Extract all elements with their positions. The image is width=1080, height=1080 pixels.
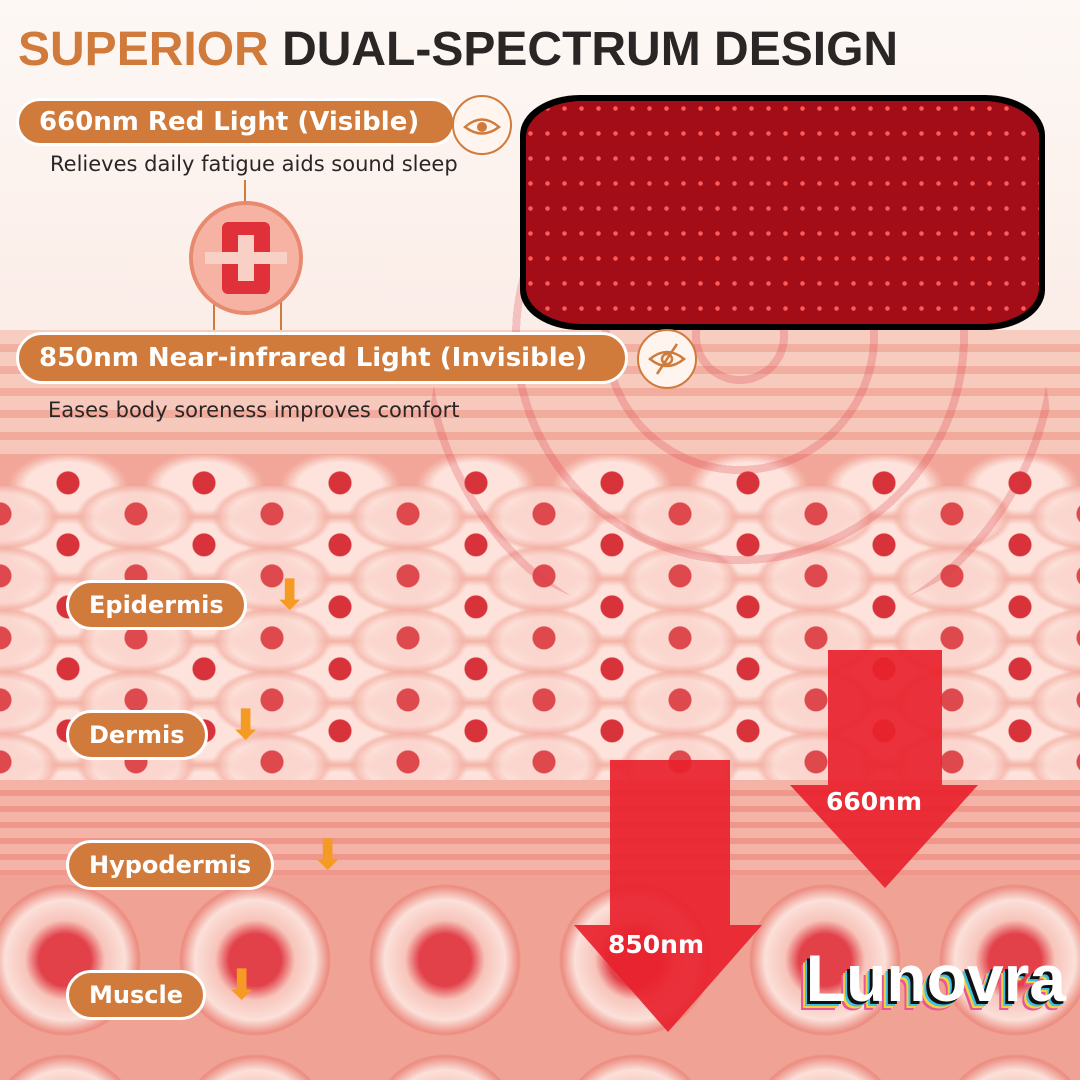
red-light-label: 660nm Red Light (Visible) (16, 98, 456, 146)
red-light-label-text: 660nm Red Light (Visible) (39, 107, 420, 137)
page-title: SUPERIOR DUAL-SPECTRUM DESIGN (18, 22, 898, 77)
eye-icon (452, 95, 512, 155)
nir-light-label-text: 850nm Near-infrared Light (Invisible) (39, 343, 588, 373)
title-main: DUAL-SPECTRUM DESIGN (282, 23, 899, 76)
hand-down-icon: ⬇ (272, 570, 308, 619)
layer-muscle: Muscle (66, 970, 206, 1020)
arrow-850nm-label: 850nm (608, 930, 705, 959)
led-pad (520, 95, 1045, 330)
hand-down-icon: ⬇ (310, 830, 346, 879)
brand-watermark: Lunovra (805, 941, 1066, 1015)
layer-epidermis: Epidermis (66, 580, 247, 630)
layer-hypodermis: Hypodermis (66, 840, 275, 890)
hand-down-icon: ⬇ (224, 960, 260, 1009)
title-accent: SUPERIOR (18, 23, 269, 76)
hand-down-icon: ⬇ (228, 700, 264, 749)
led-array (526, 101, 1039, 324)
nir-light-description: Eases body soreness improves comfort (48, 398, 460, 422)
arrow-660nm-label: 660nm (826, 787, 923, 816)
eye-slash-icon (637, 329, 697, 389)
layer-dermis: Dermis (66, 710, 208, 760)
red-light-description: Relieves daily fatigue aids sound sleep (50, 152, 458, 176)
nir-light-label: 850nm Near-infrared Light (Invisible) (16, 332, 628, 384)
